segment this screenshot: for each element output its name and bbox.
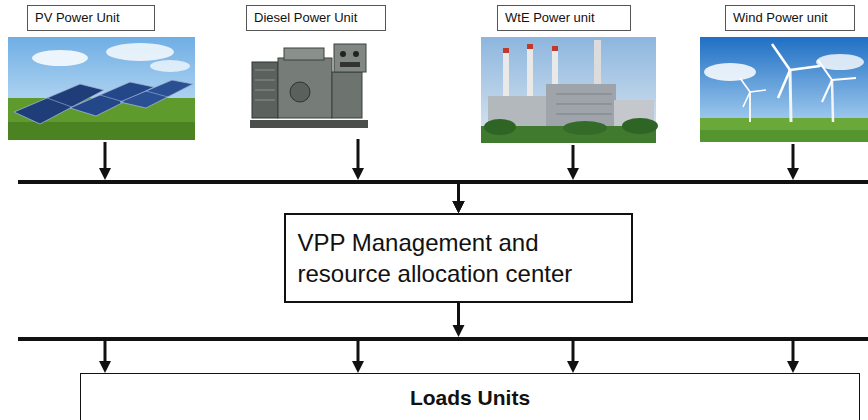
connector-line xyxy=(104,142,107,170)
connector xyxy=(99,303,799,373)
loads-box: Loads Units xyxy=(80,373,860,420)
connector-line xyxy=(792,144,795,170)
connector-line xyxy=(457,184,460,203)
management-box: VPP Management and resource allocation c… xyxy=(284,213,633,303)
connector-line xyxy=(457,184,460,203)
connector xyxy=(99,142,465,213)
arrowhead xyxy=(787,361,799,373)
diesel-picture xyxy=(240,37,376,137)
connector-line xyxy=(457,303,460,327)
connector-line xyxy=(358,181,459,184)
arrowhead xyxy=(453,201,465,213)
arrowhead xyxy=(567,168,579,180)
pv-picture xyxy=(8,37,195,140)
connector-line xyxy=(572,341,575,363)
connector-line xyxy=(104,341,107,363)
arrowhead xyxy=(352,361,364,373)
power-unit: Diesel Power Unit xyxy=(240,5,386,137)
arrowhead xyxy=(453,201,465,213)
connector xyxy=(453,145,580,213)
connector-line xyxy=(457,184,460,203)
wind-picture xyxy=(700,37,868,142)
wte-picture xyxy=(481,37,658,143)
box-text: Loads Units xyxy=(410,386,530,410)
arrowhead xyxy=(99,361,111,373)
arrowhead xyxy=(787,168,799,180)
connector-line xyxy=(357,139,360,170)
unit-label: Wind Power unit xyxy=(725,5,855,31)
unit-label: PV Power Unit xyxy=(27,5,155,31)
box-text: VPP Management and resource allocation c… xyxy=(298,227,620,289)
unit-label: Diesel Power Unit xyxy=(246,5,386,31)
arrowhead xyxy=(453,201,465,213)
connector xyxy=(352,139,465,213)
connector-line xyxy=(457,184,460,203)
power-unit: Wind Power unit xyxy=(700,5,868,142)
connector-line xyxy=(105,181,459,184)
connector-line xyxy=(357,341,360,363)
arrowhead xyxy=(567,361,579,373)
bottom-bus xyxy=(18,337,868,341)
arrowhead xyxy=(453,201,465,213)
connector xyxy=(453,144,800,213)
arrowhead xyxy=(99,168,111,180)
connector-line xyxy=(572,145,575,170)
power-unit: WtE Power unit xyxy=(481,5,656,143)
arrowhead xyxy=(453,325,465,337)
top-bus xyxy=(18,180,868,184)
connector-line xyxy=(459,181,794,184)
arrowhead xyxy=(352,168,364,180)
unit-label: WtE Power unit xyxy=(497,5,631,31)
connector-line xyxy=(792,341,795,363)
power-unit: PV Power Unit xyxy=(8,5,195,140)
